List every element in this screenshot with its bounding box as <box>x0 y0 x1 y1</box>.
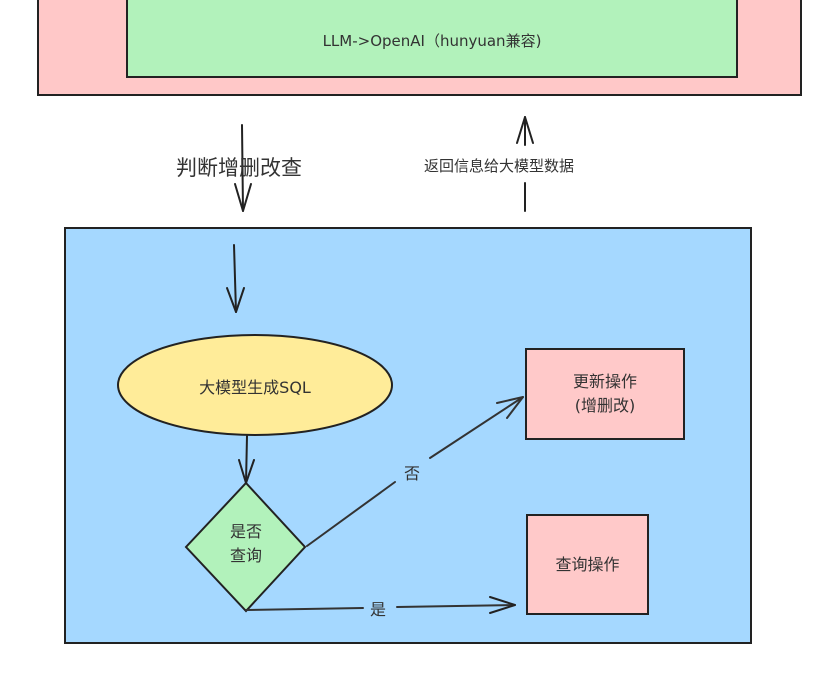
update-op-label-line1: 更新操作 <box>572 372 637 391</box>
yes-edge-arrowhead <box>489 596 516 614</box>
is-query-label-line2: 查询 <box>229 546 262 565</box>
generate-sql-node-shape <box>117 334 393 436</box>
down-arrow <box>234 124 252 212</box>
yes-edge-label: 是 <box>370 600 387 619</box>
is-query-label-line1: 是否 <box>229 522 262 541</box>
update-operation-node: 更新操作 (增删改) <box>525 348 685 440</box>
return-info-label: 返回信息给大模型数据 <box>424 157 575 175</box>
no-edge-arrow <box>306 396 524 547</box>
sql-to-decision-arrow <box>238 435 255 484</box>
llm-openai-label: LLM->OpenAI（hunyuan兼容) <box>322 31 542 50</box>
query-operation-node: 查询操作 <box>526 514 649 615</box>
generate-sql-node-label: 大模型生成SQL <box>199 378 311 397</box>
yes-edge-arrow <box>245 604 516 611</box>
crud-judgement-label: 判断增删改查 <box>176 156 302 180</box>
entry-arrow <box>226 244 245 313</box>
no-edge-label: 否 <box>404 464 421 483</box>
llm-openai-box: LLM->OpenAI（hunyuan兼容) <box>126 0 738 78</box>
query-op-label: 查询操作 <box>555 554 620 574</box>
up-arrow <box>516 116 534 212</box>
is-query-node-label: 是否 查询 <box>186 520 306 568</box>
update-op-label-line2: (增删改) <box>574 396 636 415</box>
